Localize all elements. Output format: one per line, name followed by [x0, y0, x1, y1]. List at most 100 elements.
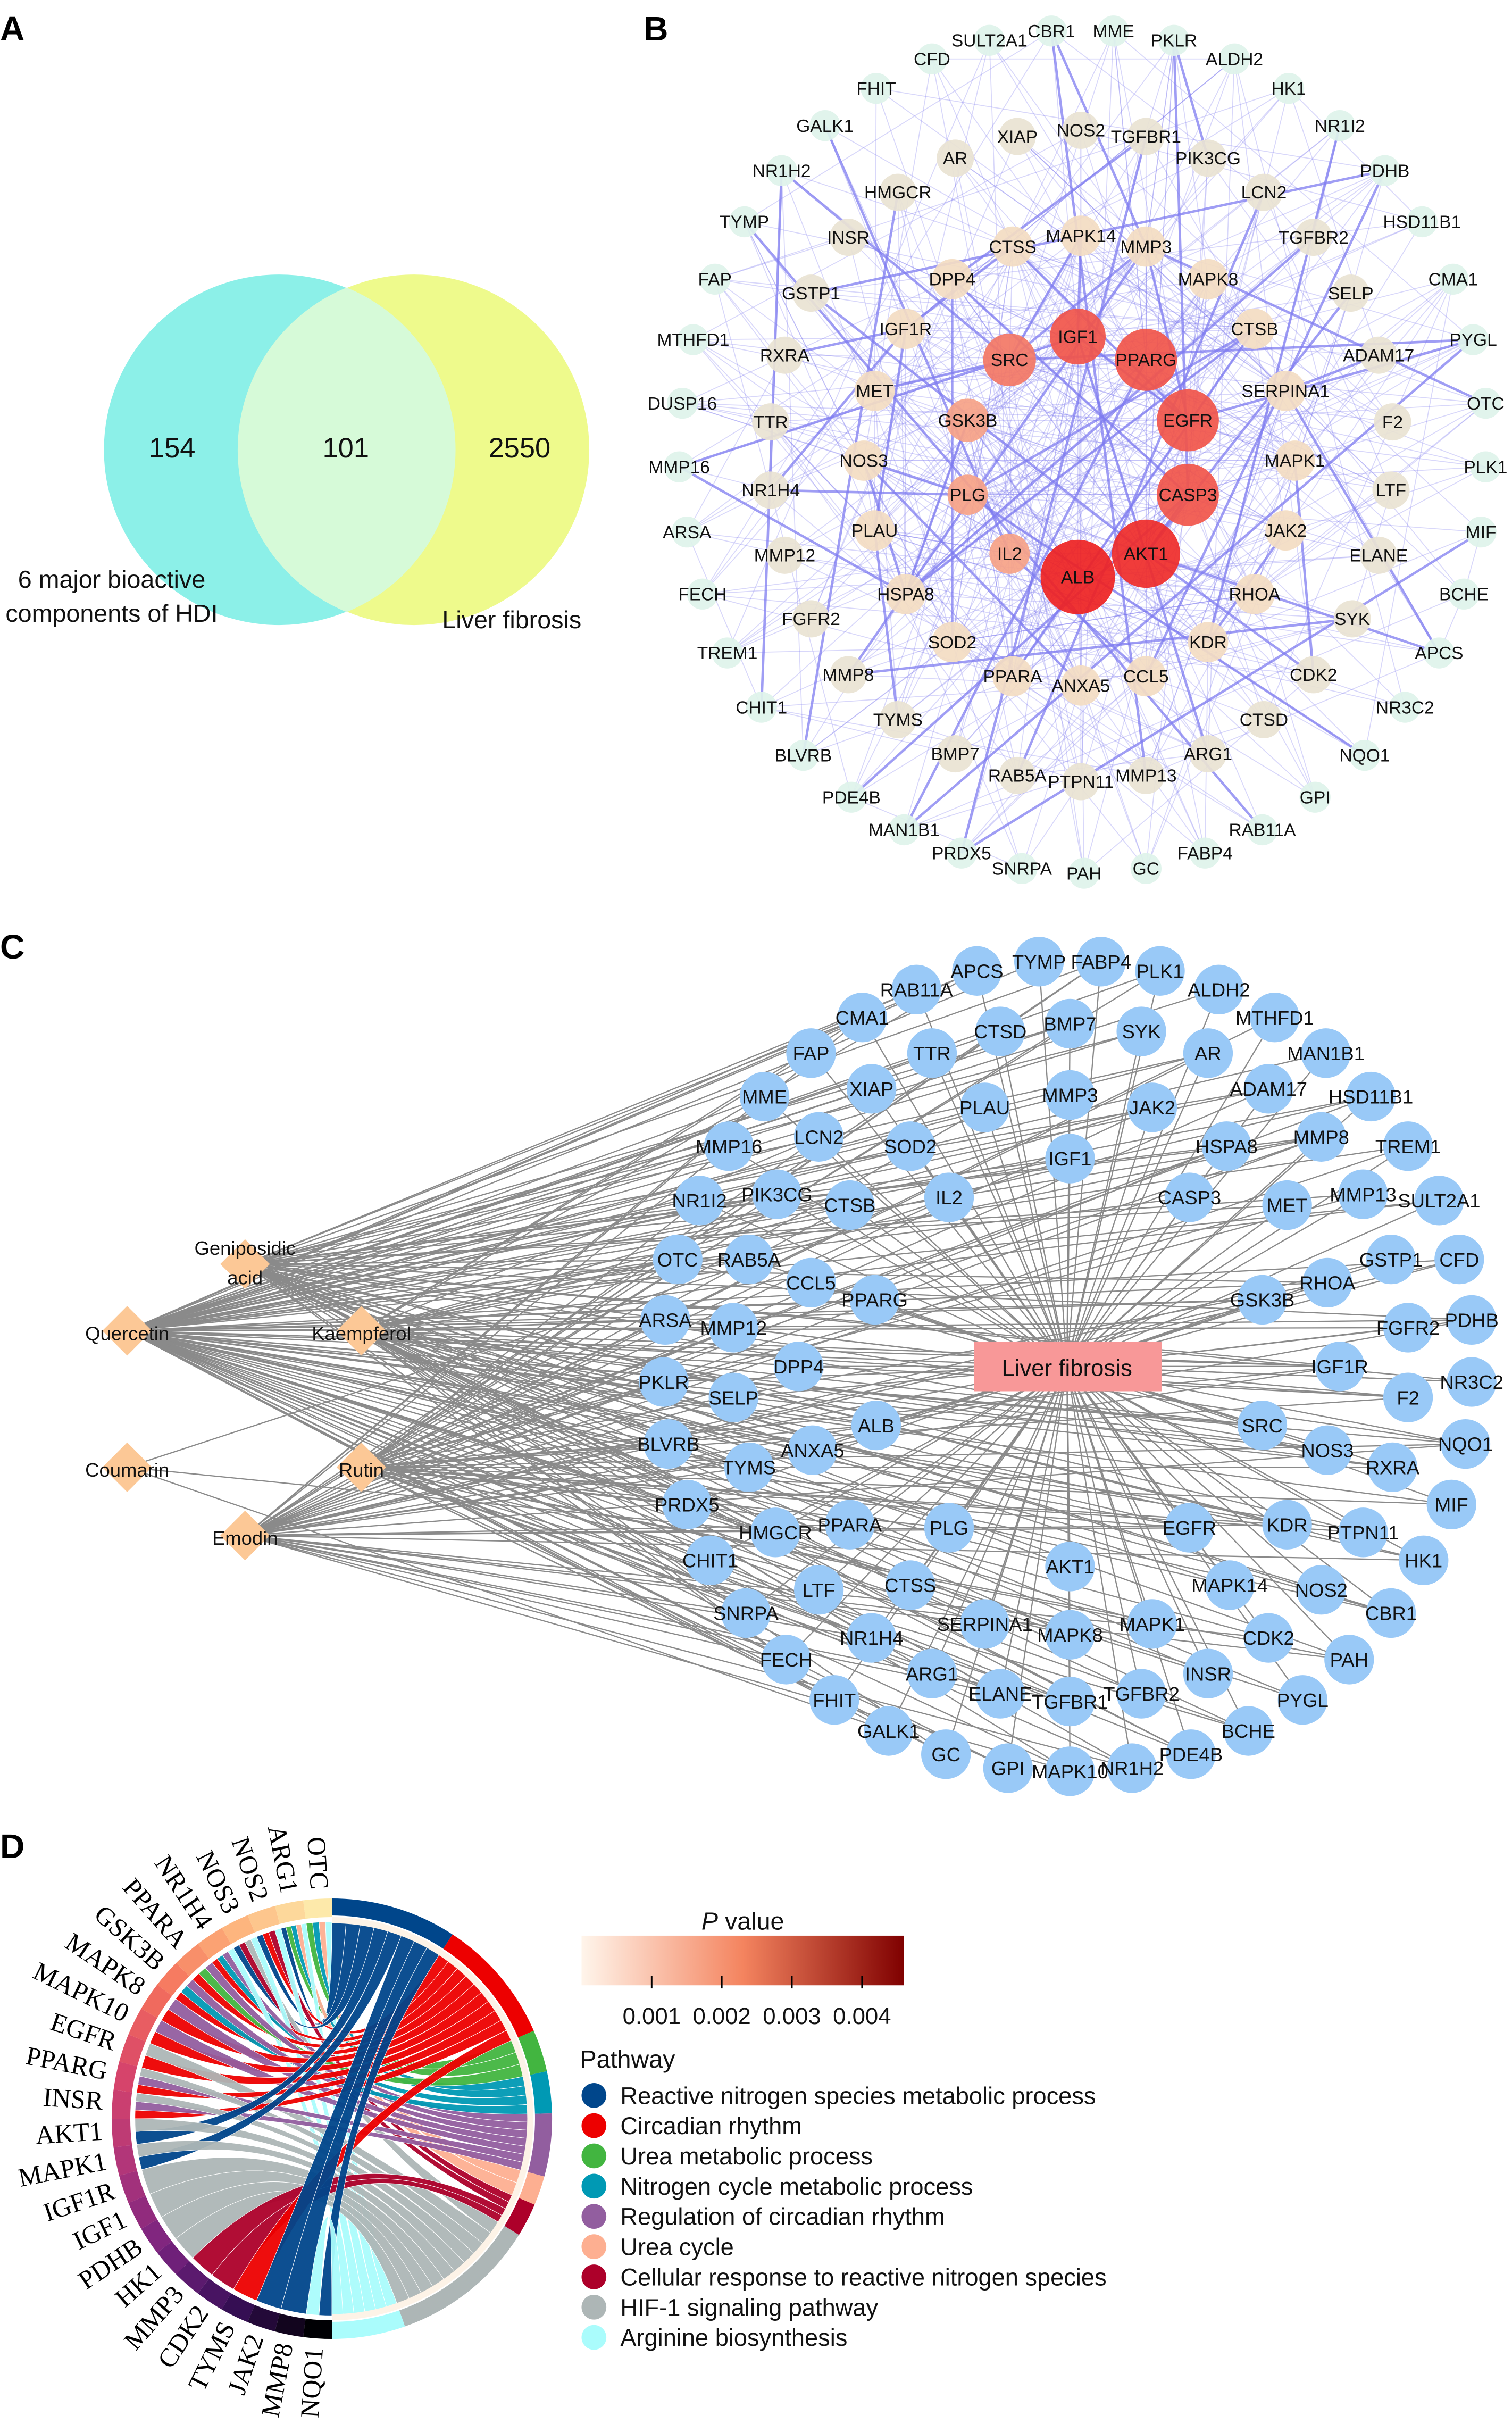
ppi-node[interactable]: HMGCR	[864, 173, 932, 211]
target-node[interactable]: HMGCR	[739, 1507, 812, 1558]
ppi-node[interactable]: TTR	[752, 403, 790, 441]
pathway-arc[interactable]	[443, 1934, 534, 2038]
ppi-node[interactable]: RAB11A	[1229, 814, 1296, 846]
ppi-node[interactable]: SRC	[983, 333, 1036, 387]
ppi-node[interactable]: MAPK14	[1046, 215, 1116, 256]
ppi-node[interactable]: MMP12	[754, 536, 815, 574]
gene-arc[interactable]	[176, 2261, 210, 2294]
target-node[interactable]: PAH	[1324, 1635, 1374, 1685]
target-node[interactable]: TYMS	[722, 1442, 776, 1493]
gene-arc[interactable]	[111, 2119, 132, 2148]
ppi-node[interactable]: NOS3	[840, 440, 888, 481]
ppi-node[interactable]: PTPN11	[1048, 763, 1114, 801]
target-node[interactable]: PLK1	[1135, 946, 1185, 996]
ppi-node[interactable]: PDE4B	[822, 781, 881, 813]
compound-node[interactable]: Quercetin	[85, 1306, 169, 1356]
ppi-node[interactable]: MAPK8	[1178, 259, 1239, 299]
ppi-node[interactable]: PIK3CG	[1175, 139, 1241, 177]
target-node[interactable]: GC	[921, 1729, 971, 1779]
disease-node[interactable]: Liver fibrosis	[974, 1342, 1162, 1392]
target-node[interactable]: ALDH2	[1188, 964, 1250, 1014]
ppi-node[interactable]: NQO1	[1339, 739, 1390, 771]
target-node[interactable]: TGFBR2	[1103, 1669, 1180, 1719]
ppi-node[interactable]: PPARG	[1115, 329, 1177, 391]
gene-arc[interactable]	[274, 1900, 306, 1924]
ppi-node[interactable]: OTC	[1467, 387, 1505, 419]
target-node[interactable]: PPARA	[817, 1500, 882, 1550]
ppi-node[interactable]: F2	[1374, 403, 1411, 441]
pathway-arc[interactable]	[528, 2113, 553, 2177]
pathway-arc[interactable]	[504, 2198, 535, 2235]
target-node[interactable]: TYMP	[1012, 937, 1066, 987]
ppi-node[interactable]: TGFBR1	[1111, 118, 1181, 155]
ppi-node[interactable]: SOD2	[928, 622, 976, 663]
target-node[interactable]: RHOA	[1299, 1257, 1356, 1308]
ppi-node[interactable]: SELP	[1328, 274, 1374, 312]
target-node[interactable]: HSD11B1	[1329, 1071, 1413, 1122]
gene-arc[interactable]	[119, 2171, 146, 2203]
ppi-node[interactable]: TGFBR2	[1279, 219, 1349, 256]
target-node[interactable]: ARG1	[906, 1648, 958, 1698]
target-node[interactable]: F2	[1383, 1372, 1433, 1422]
target-node[interactable]: MTHFD1	[1235, 993, 1314, 1043]
target-node[interactable]: TTR	[907, 1028, 957, 1078]
ppi-node[interactable]: ARSA	[663, 516, 712, 548]
target-node[interactable]: RAB5A	[717, 1234, 781, 1285]
gene-arc[interactable]	[274, 2313, 306, 2337]
ppi-node[interactable]: IL2	[989, 534, 1030, 574]
ppi-node[interactable]: LCN2	[1241, 173, 1287, 211]
target-node[interactable]: TGFBR1	[1032, 1676, 1108, 1727]
ppi-node[interactable]: PPARA	[983, 656, 1042, 697]
target-node[interactable]: BLVRB	[637, 1419, 699, 1469]
ppi-node[interactable]: CCL5	[1123, 656, 1169, 697]
pathway-arc[interactable]	[399, 2226, 519, 2327]
ppi-node[interactable]: PDHB	[1360, 155, 1409, 186]
target-node[interactable]: CHIT1	[682, 1535, 738, 1585]
target-node[interactable]: PLAU	[959, 1082, 1010, 1132]
target-node[interactable]: MMP3	[1042, 1070, 1098, 1120]
target-node[interactable]: CMA1	[836, 993, 889, 1043]
ppi-node[interactable]: PYGL	[1449, 324, 1497, 355]
ppi-node[interactable]: MMP8	[823, 656, 874, 694]
target-node[interactable]: BCHE	[1222, 1706, 1275, 1756]
gene-arc[interactable]	[113, 2145, 137, 2176]
target-node[interactable]: NR1H2	[1100, 1743, 1164, 1793]
target-node[interactable]: MME	[739, 1071, 790, 1122]
target-node[interactable]: SYK	[1116, 1006, 1166, 1056]
gene-arc[interactable]	[303, 1898, 332, 1919]
target-node[interactable]: LTF	[793, 1565, 844, 1615]
target-node[interactable]: MET	[1262, 1180, 1312, 1230]
ppi-node[interactable]: MET	[854, 370, 895, 411]
ppi-node[interactable]: FECH	[678, 578, 727, 610]
target-node[interactable]: ALB	[851, 1400, 901, 1451]
ppi-node[interactable]: CDK2	[1290, 656, 1337, 694]
target-node[interactable]: PIK3CG	[741, 1169, 813, 1219]
target-node[interactable]: MAPK1	[1120, 1599, 1185, 1649]
target-node[interactable]: LCN2	[793, 1112, 844, 1162]
ppi-node[interactable]: PLG	[947, 474, 988, 515]
ppi-node[interactable]: CHIT1	[736, 692, 787, 723]
target-node[interactable]: PRDX5	[655, 1479, 720, 1529]
ppi-node[interactable]: NR1H4	[741, 471, 800, 509]
target-node[interactable]: EGFR	[1163, 1503, 1216, 1553]
target-node[interactable]: HSPA8	[1196, 1121, 1258, 1171]
ppi-node[interactable]: GSTP1	[782, 274, 840, 312]
target-node[interactable]: HK1	[1399, 1535, 1449, 1585]
target-node[interactable]: PKLR	[638, 1357, 689, 1407]
gene-arc[interactable]	[176, 1944, 210, 1976]
ppi-node[interactable]: JAK2	[1264, 510, 1307, 551]
target-node[interactable]: MMP16	[696, 1121, 763, 1171]
target-node[interactable]: CTSB	[824, 1180, 876, 1230]
ppi-node[interactable]: SNRPA	[992, 853, 1052, 885]
ppi-node[interactable]: GC	[1130, 853, 1162, 885]
ppi-node[interactable]: BCHE	[1439, 578, 1489, 610]
ppi-node[interactable]: BLVRB	[775, 739, 832, 771]
gene-arc[interactable]	[119, 2034, 146, 2067]
target-node[interactable]: GSK3B	[1230, 1275, 1295, 1325]
ppi-node[interactable]: PRDX5	[932, 837, 991, 869]
target-node[interactable]: RXRA	[1366, 1442, 1420, 1493]
ppi-node[interactable]: HK1	[1271, 73, 1306, 104]
gene-arc[interactable]	[141, 2219, 172, 2253]
compound-node[interactable]: Coumarin	[85, 1442, 169, 1493]
gene-arc[interactable]	[247, 1906, 280, 1933]
